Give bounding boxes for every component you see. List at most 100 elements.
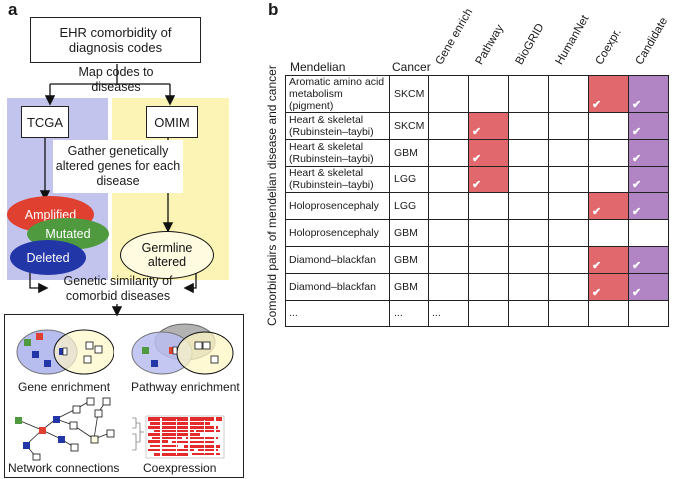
check-icon: ✔ <box>632 125 642 138</box>
cancer-cell: GBM <box>389 245 429 274</box>
tcga-box: TCGA <box>21 106 69 138</box>
evidence-cell-checked: ✔ <box>468 138 509 167</box>
evidence-cell <box>628 299 669 328</box>
mendelian-cell: Heart & skeletal (Rubinstein–taybi) <box>285 165 390 194</box>
evidence-cell <box>588 112 629 140</box>
germline-ellipse: Germline altered <box>120 231 214 279</box>
cancer-cell: GBM <box>389 272 429 301</box>
mendelian-cell: Heart & skeletal (Rubinstein–taybi) <box>285 112 390 140</box>
evidence-cell <box>548 299 589 328</box>
germline-label: Germline altered <box>141 241 193 269</box>
cancer-cell: SKCM <box>389 112 429 140</box>
table-row: Heart & skeletal (Rubinstein–taybi)LGG ✔ ✔ <box>285 165 669 194</box>
evidence-cell <box>508 75 549 113</box>
cancer-cell: GBM <box>389 219 429 247</box>
ehr-comorbidity-box: EHR comorbidity of diagnosis codes <box>30 17 201 63</box>
col-head-evidence: HumanNet <box>553 13 592 67</box>
check-icon: ✔ <box>472 125 482 138</box>
evidence-cell <box>588 219 629 247</box>
evidence-cell <box>468 75 509 113</box>
evidence-cell-checked: ✔ <box>628 245 669 274</box>
evidence-cell <box>588 299 629 328</box>
ellipsis-cell: ... <box>389 299 429 328</box>
evidence-cell <box>428 165 469 194</box>
evidence-cell <box>588 138 629 167</box>
evidence-cell <box>548 192 589 221</box>
evidence-cell <box>548 165 589 194</box>
cancer-cell: GBM <box>389 138 429 167</box>
evidence-cell <box>468 245 509 274</box>
evidence-cell <box>428 245 469 274</box>
evidence-cell <box>428 112 469 140</box>
evidence-cell <box>468 219 509 247</box>
check-icon: ✔ <box>472 179 482 192</box>
evidence-cell <box>508 299 549 328</box>
evidence-cell-checked: ✔ <box>588 245 629 274</box>
evidence-cell <box>468 272 509 301</box>
check-icon: ✔ <box>632 152 642 165</box>
col-head-evidence: Pathway <box>473 22 507 67</box>
evidence-cell <box>508 138 549 167</box>
evidence-cell-checked: ✔ <box>588 192 629 221</box>
evidence-cell <box>548 245 589 274</box>
evidence-cell <box>548 219 589 247</box>
evidence-cell <box>508 112 549 140</box>
check-icon: ✔ <box>592 259 602 272</box>
similarity-methods-box <box>4 314 244 478</box>
mendelian-cell: Holoprosencephaly <box>285 192 390 221</box>
evidence-cell <box>428 192 469 221</box>
cancer-cell: LGG <box>389 192 429 221</box>
evidence-cell-checked: ✔ <box>588 272 629 301</box>
table-row: Aromatic amino acid metabolism (pigment)… <box>285 75 669 113</box>
comorbid-pairs-text: Comorbid pairs of mendelian disease and … <box>265 65 279 326</box>
gene-enrichment-label: Gene enrichment <box>18 380 111 394</box>
evidence-cell <box>548 272 589 301</box>
evidence-cell-checked: ✔ <box>468 112 509 140</box>
col-head-evidence: BioGRID <box>513 21 547 67</box>
panel-a-letter: a <box>8 0 18 19</box>
check-icon: ✔ <box>592 206 602 219</box>
evidence-cell <box>428 75 469 113</box>
evidence-cell <box>588 165 629 194</box>
evidence-cell <box>508 165 549 194</box>
network-connections-icon <box>15 397 115 461</box>
deleted-ellipse: Deleted <box>10 240 86 275</box>
mendelian-cell: Diamond–blackfan <box>285 245 390 274</box>
col-head-cancer: Cancer <box>392 60 431 74</box>
ellipsis-cell: ... <box>428 299 469 328</box>
panel-b-letter: b <box>268 0 279 19</box>
table-row: Heart & skeletal (Rubinstein–taybi)GBM✔✔ <box>285 138 669 167</box>
evidence-cell <box>508 272 549 301</box>
evidence-cell <box>548 75 589 113</box>
check-icon: ✔ <box>472 152 482 165</box>
genetic-similarity-label: Genetic similarity of comorbid diseases <box>63 274 173 303</box>
evidence-cell <box>508 245 549 274</box>
check-icon: ✔ <box>592 286 602 299</box>
omim-box: OMIM <box>146 106 198 138</box>
comorbid-pairs-table: Aromatic amino acid metabolism (pigment)… <box>285 75 669 328</box>
cancer-cell: LGG <box>389 165 429 194</box>
evidence-cell-checked: ✔ <box>628 192 669 221</box>
pathway-enrichment-label: Pathway enrichment <box>131 380 240 394</box>
gather-genes-label: Gather genetically altered genes for eac… <box>53 140 183 193</box>
col-head-evidence: Candidate <box>633 15 671 68</box>
ellipsis-cell: ... <box>285 299 390 328</box>
coexpression-heatmap-icon <box>132 415 225 459</box>
table-row-ellipsis: ......... <box>285 299 669 328</box>
evidence-cell <box>428 272 469 301</box>
evidence-cell <box>428 219 469 247</box>
evidence-cell <box>508 192 549 221</box>
evidence-cell-checked: ✔ <box>628 112 669 140</box>
check-icon: ✔ <box>632 179 642 192</box>
evidence-cell-checked: ✔ <box>628 138 669 167</box>
evidence-cell <box>548 112 589 140</box>
evidence-cell <box>468 192 509 221</box>
evidence-cell-checked: ✔ <box>628 272 669 301</box>
table-row: Heart & skeletal (Rubinstein–taybi)SKCM ✔… <box>285 112 669 140</box>
evidence-cell <box>548 138 589 167</box>
evidence-cell-checked: ✔ <box>628 165 669 194</box>
